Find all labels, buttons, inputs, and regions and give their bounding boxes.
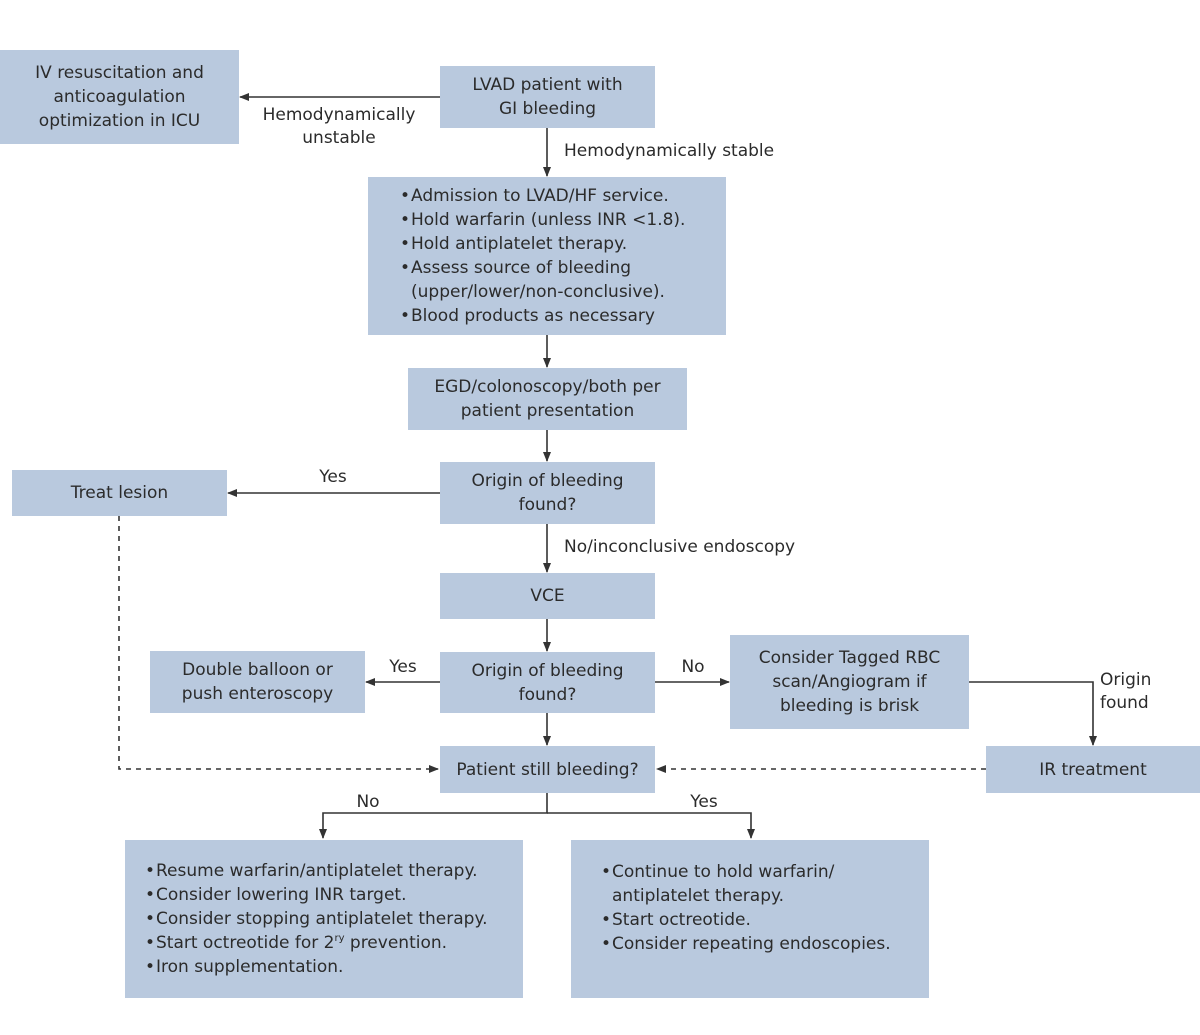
origin-found-box-1: Origin of bleeding found? xyxy=(440,462,655,524)
origin2-line-2: found? xyxy=(518,684,577,705)
icu-line-2: anticoagulation xyxy=(53,87,186,107)
yes-actions-list-2: Start octreotide. Consider repeating end… xyxy=(601,908,891,956)
admission-item: Admission to LVAD/HF service. xyxy=(400,184,685,208)
label-yes-balloon: Yes xyxy=(389,657,417,677)
label-no-tagged: No xyxy=(681,657,705,677)
label-hemodynamically-unstable: Hemodynamically unstable xyxy=(256,104,422,150)
no-actions-list: Resume warfarin/antiplatelet therapy. Co… xyxy=(145,859,488,979)
label-hemodynamically-stable: Hemodynamically stable xyxy=(564,141,775,161)
admission-continuation: (upper/lower/non-conclusive). xyxy=(411,282,665,302)
treat-line-1: Treat lesion xyxy=(70,483,169,503)
egd-line-2: patient presentation xyxy=(460,401,635,421)
tagged-line-2: scan/Angiogram if xyxy=(772,672,927,692)
admission-box: Admission to LVAD/HF service. Hold warfa… xyxy=(368,177,726,335)
admission-item: Hold antiplatelet therapy. xyxy=(400,232,685,256)
start-line-2: GI bleeding xyxy=(498,99,597,119)
arrow-still-to-yes xyxy=(547,812,755,839)
balloon-line-1: Double balloon or xyxy=(182,660,333,680)
treat-lesion-box: Treat lesion xyxy=(12,470,227,516)
admission-item: Assess source of bleeding xyxy=(400,256,685,280)
no-action-item: Consider stopping antiplatelet therapy. xyxy=(145,907,488,931)
origin-found-box-2: Origin of bleeding found? xyxy=(440,652,655,713)
vce-box: VCE xyxy=(440,573,655,619)
icu-line-3: optimization in ICU xyxy=(38,111,201,131)
origin-found-line-1: Origin xyxy=(1100,670,1152,690)
label-origin-found: Origin found xyxy=(1100,669,1151,715)
icu-line-1: IV resuscitation and xyxy=(35,63,204,83)
label-no-still: No xyxy=(356,792,380,812)
admission-item: Hold warfarin (unless INR <1.8). xyxy=(400,208,685,232)
balloon-line-2: push enteroscopy xyxy=(181,684,334,704)
octreotide-text-end: prevention. xyxy=(344,933,448,953)
unstable-line-2: unstable xyxy=(302,128,376,148)
tagged-rbc-box: Consider Tagged RBC scan/Angiogram if bl… xyxy=(730,635,969,729)
yes-actions-list: Continue to hold warfarin/ xyxy=(601,860,834,884)
yes-bleeding-actions-box: Continue to hold warfarin/ antiplatelet … xyxy=(571,840,929,998)
origin2-line-1: Origin of bleeding xyxy=(471,660,624,681)
admission-list: Admission to LVAD/HF service. Hold warfa… xyxy=(400,184,685,280)
yes-action-item: Continue to hold warfarin/ xyxy=(601,860,834,884)
admission-item: Blood products as necessary xyxy=(400,304,655,328)
no-action-item: Iron supplementation. xyxy=(145,955,488,979)
start-line-1: LVAD patient with xyxy=(472,75,623,95)
unstable-line-1: Hemodynamically xyxy=(262,105,416,125)
arrow-tagged-to-ir xyxy=(969,681,1097,746)
egd-box: EGD/colonoscopy/both per patient present… xyxy=(408,368,687,430)
origin1-line-1: Origin of bleeding xyxy=(471,471,624,491)
yes-action-item: Consider repeating endoscopies. xyxy=(601,932,891,956)
still-line-1: Patient still bleeding? xyxy=(456,759,639,780)
label-no-inconclusive: No/inconclusive endoscopy xyxy=(564,537,796,557)
yes-action-continuation: antiplatelet therapy. xyxy=(612,886,785,906)
no-bleeding-actions-box: Resume warfarin/antiplatelet therapy. Co… xyxy=(125,840,523,998)
label-yes-still: Yes xyxy=(690,792,718,812)
double-balloon-box: Double balloon or push enteroscopy xyxy=(150,651,365,713)
label-yes-treat: Yes xyxy=(319,467,347,487)
icu-resuscitation-box: IV resuscitation and anticoagulation opt… xyxy=(0,50,239,144)
egd-line-1: EGD/colonoscopy/both per xyxy=(434,377,661,397)
no-action-item: Consider lowering INR target. xyxy=(145,883,488,907)
tagged-line-1: Consider Tagged RBC xyxy=(758,648,941,668)
octreotide-text: Start octreotide for 2 xyxy=(156,933,335,953)
no-action-item-octreotide: Start octreotide for 2ry prevention. xyxy=(145,931,488,955)
admission-list-2: Blood products as necessary xyxy=(400,304,655,328)
ir-line-1: IR treatment xyxy=(1039,759,1147,780)
ir-treatment-box: IR treatment xyxy=(986,746,1200,793)
start-box: LVAD patient with GI bleeding xyxy=(440,66,655,128)
dashed-treat-to-still xyxy=(118,516,439,773)
tagged-line-3: bleeding is brisk xyxy=(779,696,920,716)
origin-found-line-2: found xyxy=(1100,693,1149,713)
no-action-item: Resume warfarin/antiplatelet therapy. xyxy=(145,859,488,883)
patient-still-bleeding-box: Patient still bleeding? xyxy=(440,746,655,793)
octreotide-superscript: ry xyxy=(334,933,345,944)
arrow-still-to-no xyxy=(319,793,548,839)
origin1-line-2: found? xyxy=(518,495,577,515)
vce-line-1: VCE xyxy=(530,586,565,606)
yes-action-item: Start octreotide. xyxy=(601,908,891,932)
